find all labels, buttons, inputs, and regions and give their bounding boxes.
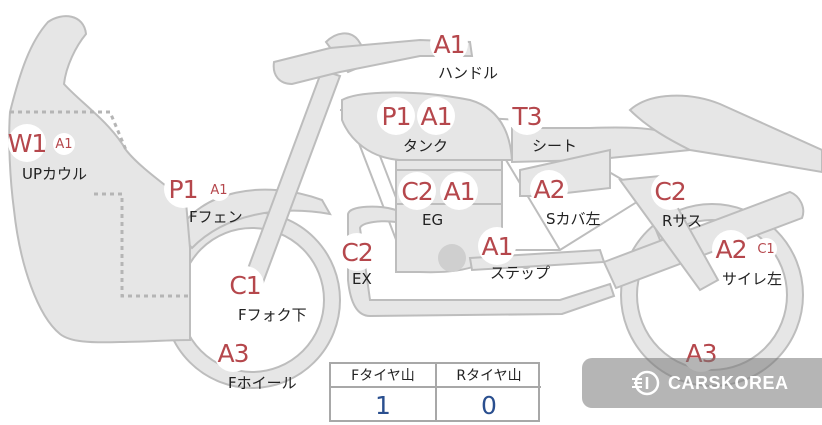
watermark-text: CARSKOREA <box>668 372 789 393</box>
cowl-seam-mid <box>94 192 190 298</box>
up-cowl-code-2: A1 <box>53 133 75 155</box>
silencer-left-code-2: C1 <box>755 238 777 260</box>
cowl-seam-top <box>10 110 128 151</box>
side-cover-left-code-1: A2 <box>530 170 568 208</box>
front-fender-code-2: A1 <box>208 179 230 201</box>
front-fork-lower-label: Fフォク下 <box>238 306 307 324</box>
tank-label: タンク <box>403 137 449 155</box>
seat-label: シート <box>532 137 578 155</box>
tank-code-1: P1 <box>377 97 415 135</box>
front-fender-code-1: P1 <box>164 170 202 208</box>
front-fender-label: Fフェン <box>189 208 243 226</box>
rear-suspension-code-1: C2 <box>651 172 689 210</box>
exhaust-label: EX <box>352 270 372 288</box>
rear-suspension-shape <box>618 174 720 292</box>
engine-label: EG <box>422 211 444 229</box>
silencer-left-label: サイレ左 <box>722 270 783 288</box>
tail-shape <box>628 94 822 174</box>
front-wheel-label: Fホイール <box>228 374 297 392</box>
tire-tread-table: Fタイヤ山 Rタイヤ山 1 0 <box>329 362 541 422</box>
table-divider <box>435 364 437 422</box>
up-cowl-label: UPカウル <box>22 165 88 183</box>
exhaust-code-1: C2 <box>338 233 376 271</box>
engine-cover <box>438 244 466 272</box>
handle-code-1: A1 <box>430 25 468 63</box>
up-cowl-code-1: W1 <box>8 124 47 162</box>
step-label: ステップ <box>490 264 551 282</box>
handle-label: ハンドル <box>438 64 499 82</box>
step-code-1: A1 <box>478 227 516 265</box>
engine-code-2: A1 <box>440 172 478 210</box>
seat-code-1: T3 <box>508 97 546 135</box>
front-fork-lower-code-1: C1 <box>226 266 264 304</box>
side-cover-left-label: Sカバ左 <box>546 210 601 228</box>
engine-code-1: C2 <box>398 172 436 210</box>
front-tire-value: 1 <box>375 390 391 420</box>
front-tire-header: Fタイヤ山 <box>331 364 435 388</box>
rear-tire-value: 0 <box>481 390 497 420</box>
carskorea-watermark: CARSKOREA <box>582 358 822 408</box>
tank-code-2: A1 <box>417 97 455 135</box>
carskorea-logo-icon <box>632 370 660 396</box>
front-wheel-code-1: A3 <box>214 334 252 372</box>
rear-suspension-label: Rサス <box>662 212 703 230</box>
exhaust-shape <box>347 205 616 318</box>
silencer-left-code-1: A2 <box>712 230 750 268</box>
rear-tire-header: Rタイヤ山 <box>437 364 541 388</box>
silencer-shape <box>602 190 805 290</box>
